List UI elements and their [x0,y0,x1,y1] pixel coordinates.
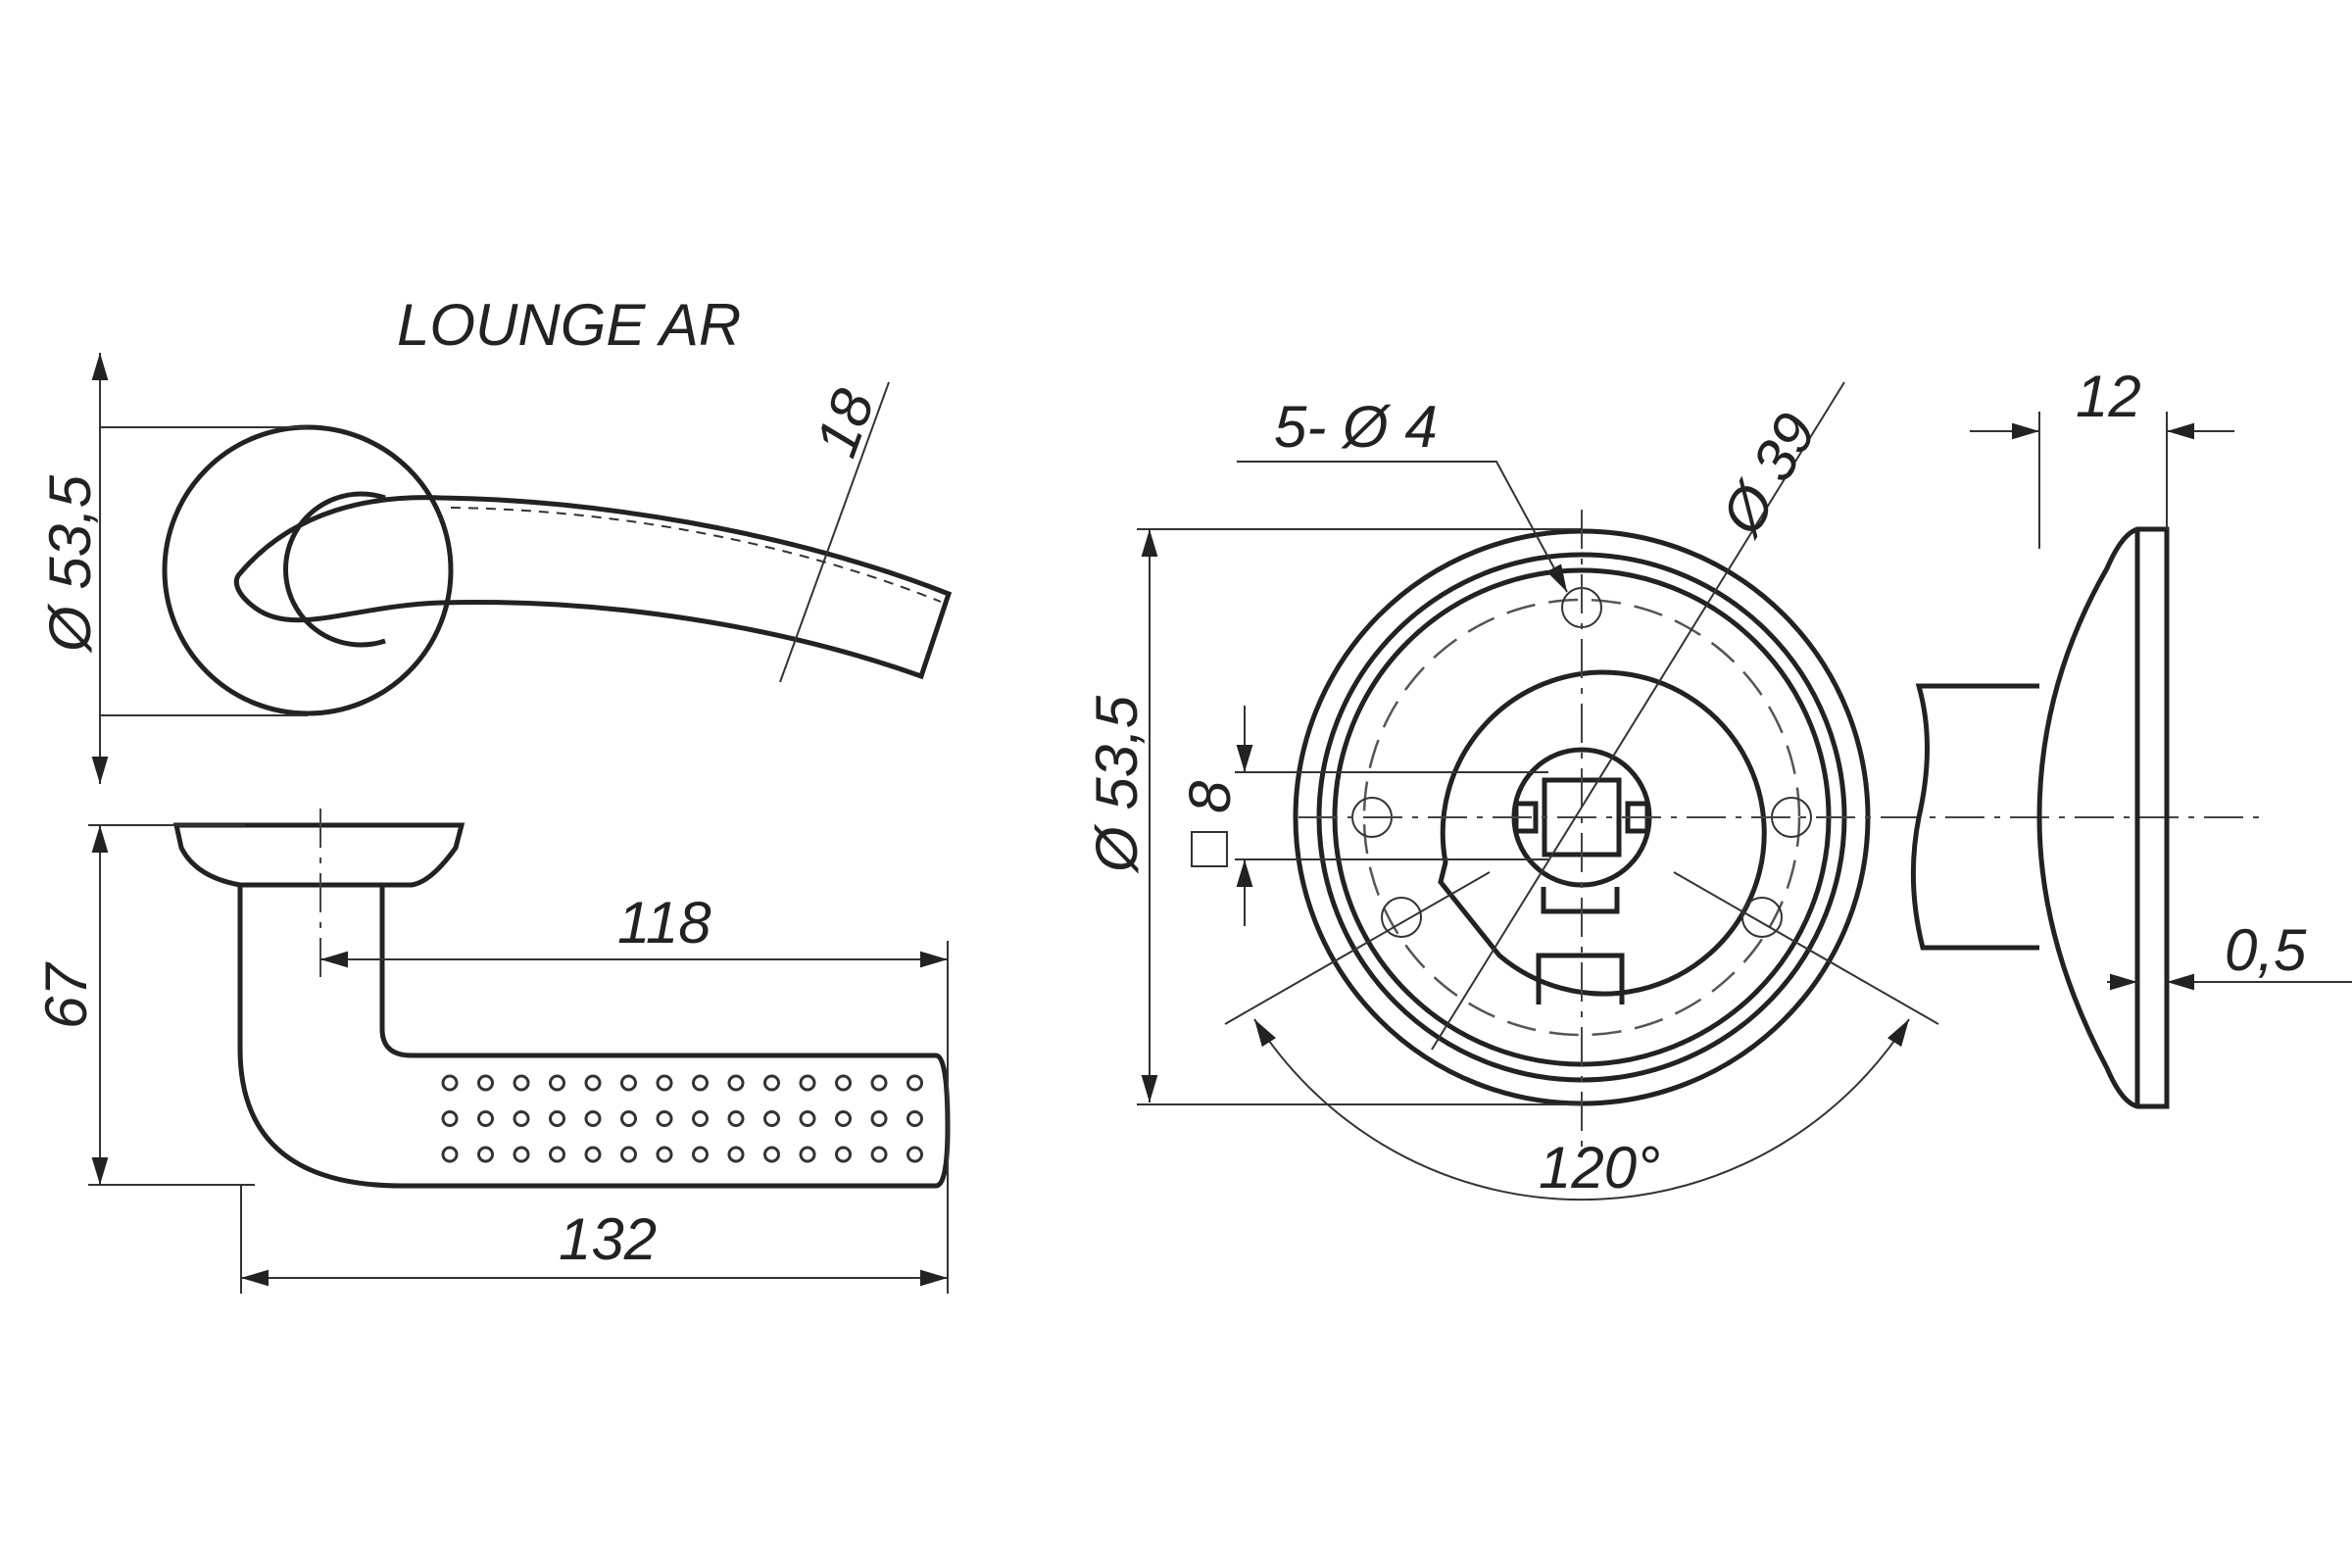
lever-dot [870,1074,888,1092]
lever-dot [620,1074,637,1092]
lever-dot [656,1074,673,1092]
angle-arc [1253,1018,1910,1201]
lever-dot [906,1146,923,1163]
lever-dot [870,1110,888,1127]
lever-dot [763,1110,780,1127]
length-132-label: 132 [559,1206,657,1272]
rosette-side-view [1910,526,2170,1109]
lever-dot [549,1146,565,1163]
angle-label: 120° [1539,1135,1660,1200]
lever-dot-pattern [441,1074,923,1163]
top-view-handle [162,424,953,716]
lever-dot [620,1146,637,1163]
lever-dot [692,1146,709,1163]
lever-width-label: 18 [803,380,887,465]
square-size-label: 8 [1177,780,1243,813]
height-label: 67 [33,961,99,1029]
lever-dot [727,1146,745,1163]
lever-dot [477,1146,494,1163]
lever-dot [513,1110,530,1127]
lever-dot [441,1146,459,1163]
lever-dot [763,1074,780,1092]
lever-dot [727,1110,745,1127]
lever-dot [727,1074,745,1092]
holes-label: 5- Ø 4 [1274,394,1438,460]
lever-dot [584,1146,602,1163]
lever-dot [835,1110,852,1127]
lever-dot [835,1146,852,1163]
side-view-handle [172,808,951,1189]
lever-dot [763,1146,780,1163]
lever-dot [692,1110,709,1127]
holes-leader [1237,461,1568,593]
lever-dot [584,1110,602,1127]
lever-dot [906,1074,923,1092]
lever-dot [549,1110,565,1127]
lever-dot [513,1146,530,1163]
lever-dot [477,1110,494,1127]
bolt-circle-leader [1431,381,1845,1051]
model-title: LOUNGE AR [397,292,741,358]
top-diameter-label: Ø 53,5 [37,474,103,654]
lever-dot [549,1074,565,1092]
thickness-label: 12 [2076,364,2141,429]
gap-label: 0,5 [2225,917,2307,983]
rosette-diameter-label: Ø 53,5 [1084,695,1150,874]
lever-dot [477,1074,494,1092]
lever-dot [441,1074,459,1092]
length-118-label: 118 [617,890,711,956]
lever-dot [799,1110,816,1127]
lever-dot [513,1074,530,1092]
lever-dot [656,1110,673,1127]
square-symbol-icon [1191,831,1228,867]
lever-dot [835,1074,852,1092]
lever-dot [870,1146,888,1163]
lever-dot [799,1074,816,1092]
lever-dot [441,1110,459,1127]
lever-dot [584,1074,602,1092]
lever-dot [906,1110,923,1127]
lever-dot [692,1074,709,1092]
rosette-front-view [1293,510,2264,1156]
lever-dot [656,1146,673,1163]
lever-dot [799,1146,816,1163]
bolt-circle-label: Ø 39 [1707,402,1829,547]
dim-line-lever-width [779,381,890,683]
lever-dot [620,1110,637,1127]
